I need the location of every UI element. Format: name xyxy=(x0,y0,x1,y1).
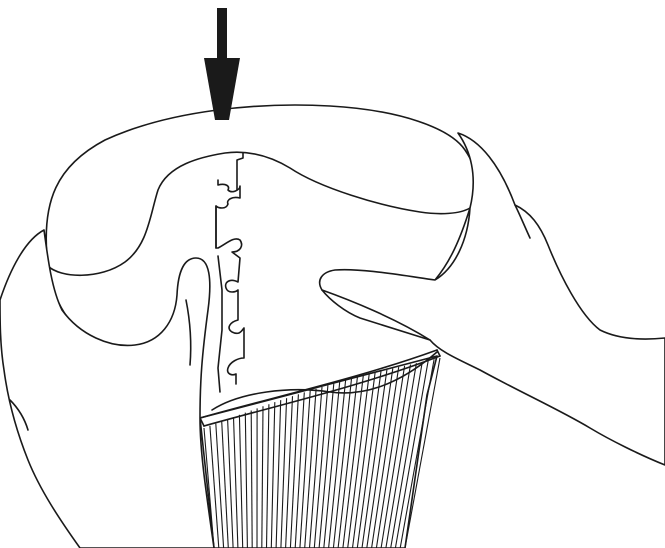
pleat-line xyxy=(221,421,229,548)
interlocking-tabs xyxy=(215,179,245,393)
band-seam-line xyxy=(236,152,244,191)
pleat-line xyxy=(351,372,376,548)
tab-left-edge xyxy=(215,205,223,393)
pleat-line xyxy=(304,388,317,548)
pleat-line xyxy=(209,425,220,548)
right-hand xyxy=(318,132,665,466)
pleat-line xyxy=(332,378,353,548)
pleat-line xyxy=(261,406,264,548)
pleat-line xyxy=(238,414,244,548)
pleat-line xyxy=(232,416,239,548)
pleat-line xyxy=(289,394,299,548)
arrow-head xyxy=(204,58,240,120)
pleat-line xyxy=(390,361,423,548)
cartridge-opening-curve xyxy=(211,351,438,411)
pleat-line xyxy=(265,404,270,548)
right-hand-outline xyxy=(318,132,665,466)
right-finger-crease xyxy=(514,204,531,239)
pleat-line xyxy=(342,375,364,548)
left-thumb-crease xyxy=(185,299,192,366)
pleat-line xyxy=(313,385,329,548)
right-finger-line xyxy=(321,289,431,341)
cartridge-rim-outer xyxy=(199,349,438,419)
pleat-line xyxy=(215,423,225,548)
pleat-line xyxy=(328,380,347,548)
pleat-line xyxy=(380,364,412,548)
cartridge-rim-inner xyxy=(203,355,441,427)
pleat-line xyxy=(385,363,417,548)
pleat-line xyxy=(361,369,388,548)
pleat-line xyxy=(308,386,323,548)
pleat-line xyxy=(323,381,341,548)
pleat-line xyxy=(244,412,248,548)
pleat-line xyxy=(371,367,400,548)
arrow-shaft xyxy=(217,8,227,66)
left-hand-outline xyxy=(0,229,215,548)
pleat-line xyxy=(299,390,311,548)
pleat-line xyxy=(318,383,335,548)
pleat-line xyxy=(404,357,441,548)
pleat-line xyxy=(250,410,253,548)
pleat-line xyxy=(375,365,406,548)
pleat-line xyxy=(294,392,305,548)
pleat-line xyxy=(347,374,370,548)
band-outer-shape xyxy=(45,104,479,277)
filter-pleats xyxy=(203,357,441,548)
down-arrow-icon xyxy=(204,8,240,120)
tab-strip xyxy=(215,179,245,385)
pleat-line xyxy=(227,419,234,548)
pleat-line xyxy=(356,371,382,548)
pleat-line xyxy=(366,368,394,548)
pleat-line xyxy=(280,398,288,548)
band-right-side xyxy=(434,207,471,281)
cartridge-rim-right-edge xyxy=(436,349,441,357)
pleat-line xyxy=(203,427,215,548)
left-hand-knuckle xyxy=(9,399,29,431)
left-hand xyxy=(0,229,215,548)
pleat-line xyxy=(285,396,294,548)
pleat-line xyxy=(399,359,435,548)
pleat-line xyxy=(337,377,358,548)
pleat-line xyxy=(394,360,429,548)
pleat-line xyxy=(275,400,282,548)
pleat-line xyxy=(270,402,276,548)
pleated-filter-cartridge xyxy=(199,349,441,548)
